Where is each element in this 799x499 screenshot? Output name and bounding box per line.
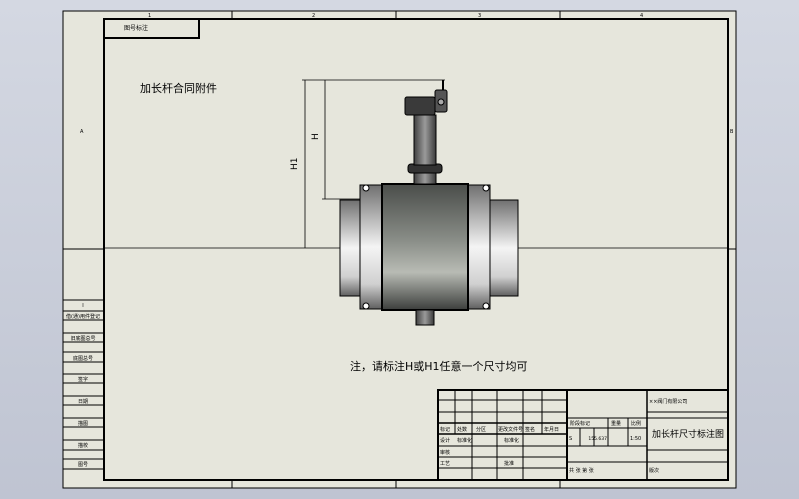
tb-row-label: 批准: [504, 460, 514, 467]
tb-header: 签名: [525, 426, 535, 433]
tb-designer: 标准化: [457, 437, 472, 444]
tb-drawing-name: 加长杆尺寸标注图: [652, 428, 724, 440]
tb-row-label: 审核: [440, 449, 450, 456]
tb-header: 分区: [476, 426, 486, 433]
tb-company: ××阀门有限公司: [649, 398, 687, 405]
tb-stage-header: 阶段标记: [570, 420, 590, 427]
tb-scale: 1:50: [630, 436, 641, 442]
dimension-h1: H1: [290, 158, 300, 171]
zone-label: 4: [640, 13, 643, 19]
title-block: [437, 389, 729, 481]
drawing-heading: 加长杆合同附件: [140, 81, 217, 95]
tb-header: 年月日: [544, 426, 559, 433]
strip-label: 日期: [78, 399, 88, 405]
dimension-h: H: [311, 133, 321, 140]
zone-label: A: [80, 129, 84, 135]
tb-stage-header: 重量: [611, 420, 621, 427]
tb-header: 处数: [457, 426, 467, 433]
tb-stage-header: 比例: [631, 420, 641, 427]
drawing-number-tag: 图号标注: [103, 18, 200, 39]
zone-label: 1: [148, 13, 151, 19]
strip-label: 图号: [78, 462, 88, 468]
strip-label: 签字: [78, 376, 88, 383]
zone-label: B: [730, 129, 734, 135]
strip-label: 描校: [78, 442, 88, 449]
tb-sheets: 共 张 第 张: [569, 467, 594, 474]
tb-weight: 155.637: [588, 436, 607, 442]
zone-label: 2: [312, 13, 315, 19]
svg-text:图号标注: 图号标注: [124, 24, 148, 32]
dimension-lines: [302, 79, 445, 248]
tb-row-label: 标准化: [504, 437, 519, 444]
dimension-note: 注，请标注H或H1任意一个尺寸均可: [350, 359, 528, 373]
strip-label: I: [82, 303, 83, 309]
zone-label: 3: [478, 13, 481, 19]
tb-row-label: 设计: [440, 437, 450, 444]
tb-version: 版次: [649, 467, 659, 474]
strip-label: 底图总号: [73, 355, 93, 362]
strip-label: 描图: [78, 420, 88, 427]
tb-row-label: 工艺: [440, 461, 450, 467]
left-register-strip: [63, 299, 104, 470]
strip-label: 旧底图总号: [70, 335, 95, 342]
tb-stage: S: [569, 436, 572, 442]
ball-valve-drawing[interactable]: H1 H: [104, 79, 728, 326]
strip-label: 借(通)用件登记: [66, 313, 100, 320]
tb-header: 标记: [440, 426, 450, 433]
tb-header: 更改文件号: [498, 426, 523, 433]
